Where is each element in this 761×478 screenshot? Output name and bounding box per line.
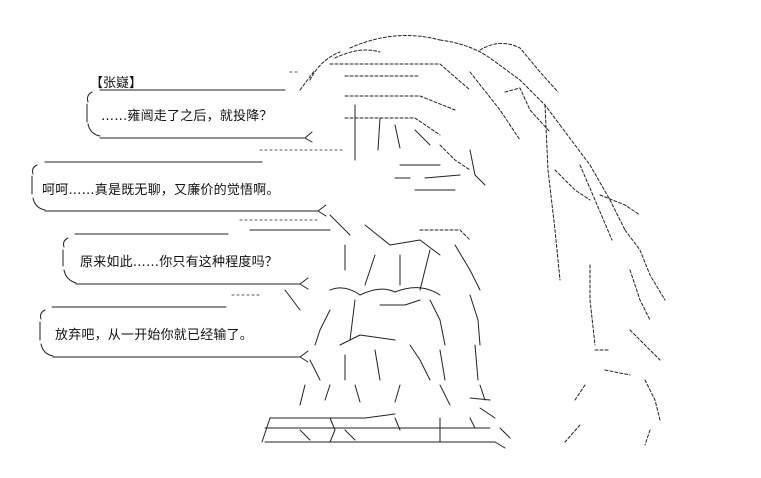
figure-hatching — [231, 71, 346, 296]
figure-base — [261, 407, 511, 449]
dialogue-line-3: 原来如此……你只有这种程度吗？ — [80, 255, 279, 270]
speaker-label: 【张嶷】 — [90, 76, 143, 91]
dialogue-line-2: 呵呵……真是既无聊，又廉价的觉悟啊。 — [42, 183, 280, 198]
speech-bubble-4 — [39, 306, 309, 363]
figure-torso — [284, 289, 491, 406]
figure-right-hair — [544, 104, 666, 446]
speech-bubble-2 — [31, 161, 327, 217]
dialogue-line-4: 放弃吧，从一开始你就已经输了。 — [55, 328, 254, 343]
figure-collar — [249, 214, 481, 296]
dialogue-line-1: ……雍闿走了之后，就投降？ — [101, 109, 273, 124]
figure-head — [299, 35, 561, 141]
speech-bubble-1 — [86, 89, 313, 143]
figure-face — [354, 104, 486, 191]
speech-bubble-3 — [62, 233, 309, 290]
